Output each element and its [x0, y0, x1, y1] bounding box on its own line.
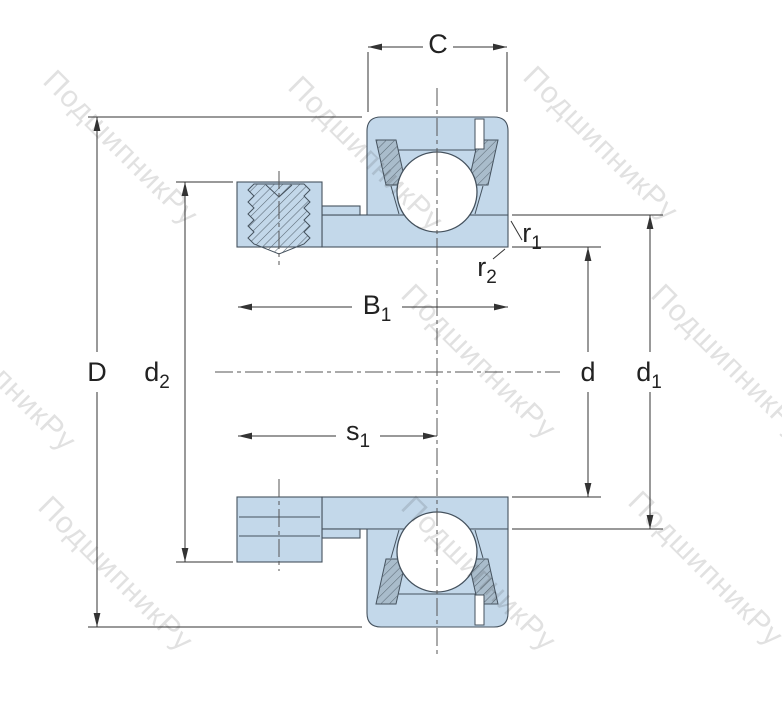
dimension-d: d	[512, 246, 603, 498]
seal-lip	[390, 529, 400, 559]
label-d1: d1	[636, 357, 662, 393]
seal-top-left-hatch	[376, 140, 406, 185]
label-C: C	[428, 29, 448, 59]
dimension-d1: d1	[512, 214, 671, 530]
label-B1: B1	[363, 290, 392, 326]
seal-bottom-left-hatch	[376, 559, 406, 604]
seal-lip	[474, 185, 484, 215]
dimension-B1: B1	[238, 288, 508, 326]
label-r2: r2	[477, 252, 497, 288]
centerlines	[215, 88, 560, 658]
lube-slot-top	[474, 118, 485, 150]
annotation-r1: r1	[510, 218, 542, 254]
seal-top-right-hatch	[468, 140, 498, 185]
seal-lip	[474, 529, 484, 559]
dimension-C: C	[367, 28, 508, 112]
label-s1: s1	[346, 416, 370, 452]
lube-slot-bottom	[474, 594, 485, 626]
annotation-r2: r2	[477, 248, 506, 288]
seal-lip	[390, 185, 400, 215]
dimension-s1: s1	[238, 414, 437, 452]
flinger-step-bottom	[321, 528, 361, 539]
dimension-d2: d2	[138, 181, 233, 563]
label-D: D	[87, 357, 107, 387]
label-d: d	[580, 357, 595, 387]
flinger-step-top	[321, 205, 361, 216]
dimension-D: D	[80, 116, 362, 628]
seal-bottom-right-hatch	[468, 559, 498, 604]
label-d2: d2	[144, 357, 170, 393]
label-r1: r1	[522, 218, 542, 254]
